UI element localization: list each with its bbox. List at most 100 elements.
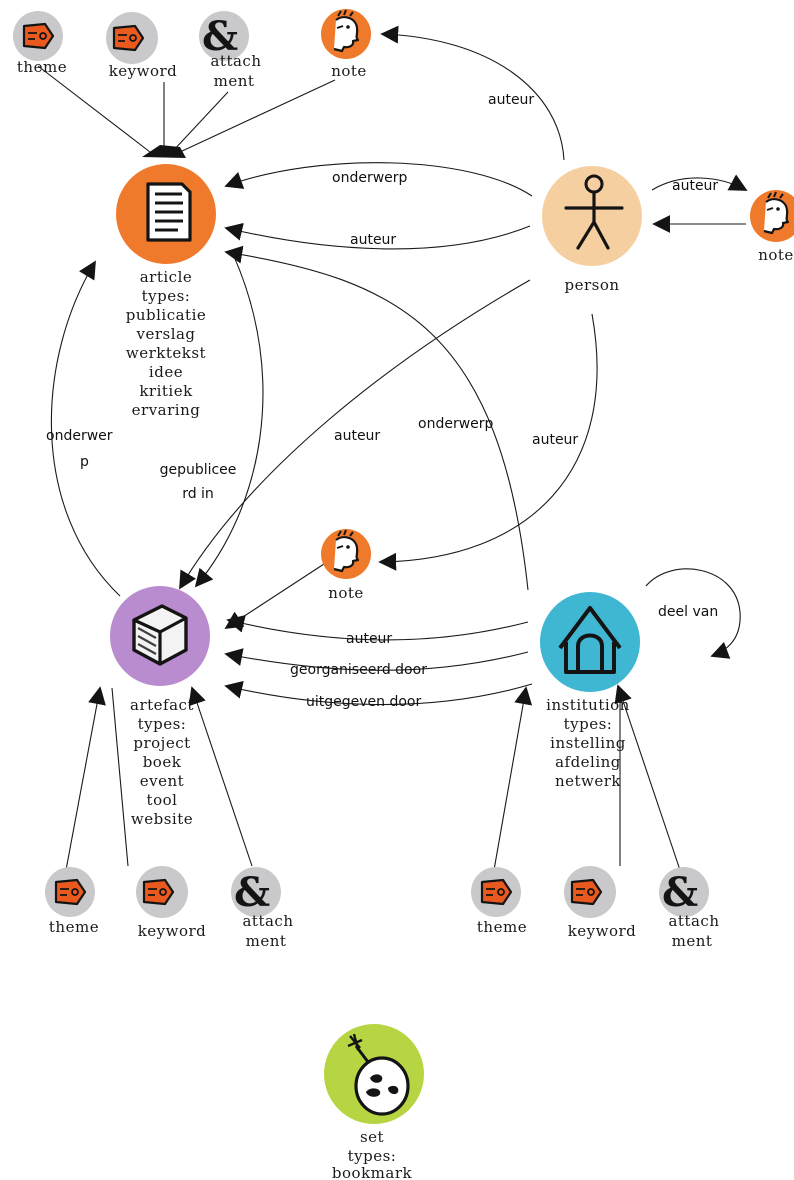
set-node: set types: bookmark	[324, 1024, 424, 1180]
artefact-node-label-line: project	[133, 734, 190, 752]
tag-icon	[54, 878, 87, 906]
edge-institution-self	[645, 568, 741, 659]
keyword-node-top: keyword	[106, 12, 177, 80]
edge-article-to-artefact	[194, 251, 264, 588]
tag-icon	[142, 878, 175, 906]
set-node-label-line: set	[360, 1128, 384, 1146]
attachment-node-br-label: attach ment	[668, 912, 719, 950]
artefact-node-label-line: types:	[138, 715, 187, 733]
article-node-label-line: kritiek	[139, 382, 193, 400]
tag-icon	[570, 878, 603, 906]
edge-theme-to-article	[37, 65, 151, 153]
ampersand-icon	[233, 869, 271, 916]
edge-person-to-note-middle	[378, 313, 598, 571]
set-node-label-line: types:	[348, 1147, 397, 1165]
edge-person-article-onderwerp	[224, 162, 533, 197]
keyword-node-br-label-line: keyword	[568, 922, 637, 940]
note-node-right-label: note	[758, 246, 793, 264]
theme-node-top-label: theme	[17, 58, 67, 76]
edge-label-institution-self: deel van	[658, 604, 718, 620]
edge-label-person-note-middle: auteur	[532, 432, 578, 448]
theme-node-br: theme	[471, 867, 527, 936]
attachment-node-top-label-line: attach	[210, 52, 261, 70]
edge-label-person-article-auteur: auteur	[350, 232, 396, 248]
edge-attachment-br-to-institution	[614, 684, 681, 871]
edge-label-artefact-article-1: onderwer	[46, 428, 113, 444]
article-node: article types: publicatie verslag werkte…	[116, 164, 216, 419]
note-node-middle-label-line: note	[328, 584, 364, 602]
theme-node-bl-label: theme	[49, 918, 99, 936]
keyword-node-top-label-line: keyword	[109, 62, 178, 80]
person-node-label: person	[564, 276, 619, 294]
institution-node: institution types: instelling afdeling n…	[540, 592, 640, 790]
note-node-middle-label: note	[328, 584, 364, 602]
theme-node-br-label: theme	[477, 918, 527, 936]
artefact-node-label-line: event	[140, 772, 184, 790]
note-node-top: note	[321, 8, 371, 80]
edge-keyword-bl-to-artefact	[111, 687, 129, 867]
set-node-label: set types: bookmark	[332, 1128, 413, 1180]
article-node-label-line: ervaring	[132, 401, 201, 419]
attachment-node-top-label: attach ment	[210, 52, 261, 90]
edge-label-inst-artefact-georg: georganiseerd door	[290, 662, 427, 678]
person-node: person	[542, 166, 642, 294]
attachment-node-top-label-line: ment	[214, 72, 255, 90]
keyword-node-bl: keyword	[136, 866, 206, 940]
edge-institution-to-article	[224, 245, 529, 591]
edge-theme-bl-to-artefact	[65, 686, 106, 871]
institution-node-label-line: instelling	[550, 734, 626, 752]
edge-person-to-note-top	[380, 25, 565, 161]
edge-artefact-to-article	[50, 260, 121, 597]
keyword-node-bl-label: keyword	[138, 922, 206, 940]
attachment-node-bl-label-line: ment	[246, 932, 287, 950]
edge-institution-artefact-georg	[224, 648, 529, 671]
theme-node-top: theme	[13, 11, 67, 76]
note-node-right: note	[750, 190, 794, 264]
article-node-label-line: types:	[142, 287, 191, 305]
edge-label-inst-artefact-auteur: auteur	[346, 631, 392, 647]
note-node-top-label-line: note	[331, 62, 367, 80]
attachment-node-bl: attach ment	[231, 867, 293, 950]
attachment-node-top: attach ment	[199, 11, 261, 90]
edge-person-article-auteur	[224, 222, 531, 250]
keyword-node-top-label: keyword	[109, 62, 178, 80]
institution-node-label: institution types: instelling afdeling n…	[546, 696, 629, 790]
institution-node-label-line: netwerk	[555, 772, 621, 790]
edge-attachment-bl-to-artefact	[188, 686, 253, 867]
article-node-label-line: idee	[149, 363, 183, 381]
edge-note-to-article	[179, 79, 336, 153]
ampersand-icon	[661, 869, 699, 916]
edge-label-person-note-right: auteur	[672, 178, 718, 194]
edge-label-inst-artefact-uitg: uitgegeven door	[306, 694, 421, 710]
theme-node-bl-label-line: theme	[49, 918, 99, 936]
set-node-label-line: bookmark	[332, 1164, 413, 1180]
theme-node-top-label-line: theme	[17, 58, 67, 76]
article-node-label-line: verslag	[135, 325, 195, 343]
nodes: theme keyword attach ment note article	[13, 8, 794, 1180]
institution-node-label-line: afdeling	[555, 753, 621, 771]
edge-label-person-artefact: auteur	[334, 428, 380, 444]
edge-institution-artefact-uitg	[224, 680, 533, 706]
tag-icon	[112, 24, 145, 52]
attachment-node-br-label-line: attach	[668, 912, 719, 930]
edges	[37, 25, 748, 871]
artefact-node: artefact types: project boek event tool …	[110, 586, 210, 828]
tag-icon	[22, 22, 55, 50]
edge-label-artefact-article-2: p	[80, 454, 89, 470]
article-node-label-line: publicatie	[126, 306, 207, 324]
edge-person-to-note-right	[651, 174, 748, 191]
attachment-node-br-label-line: ment	[672, 932, 713, 950]
artefact-node-label-line: website	[131, 810, 193, 828]
note-node-middle: note	[321, 528, 371, 602]
edge-note-middle-to-artefact	[224, 563, 325, 629]
article-node-label-line: werktekst	[126, 344, 206, 362]
keyword-node-br: keyword	[564, 866, 636, 940]
artefact-node-label-line: boek	[143, 753, 182, 771]
institution-node-label-line: types:	[564, 715, 613, 733]
edge-label-article-artefact-2: rd in	[182, 486, 214, 502]
person-node-circle	[542, 166, 642, 266]
artefact-node-label-line: artefact	[130, 696, 194, 714]
document-icon	[146, 182, 192, 242]
artefact-node-label-line: tool	[147, 791, 178, 809]
